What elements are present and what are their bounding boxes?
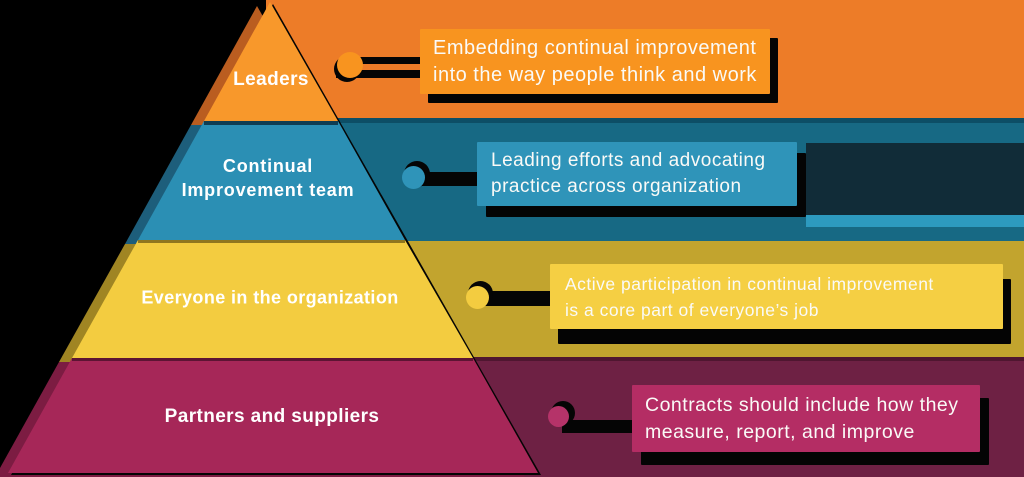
callout-text-line: is a core part of everyone’s job bbox=[565, 299, 820, 320]
level-label-text: Leaders bbox=[233, 69, 309, 90]
callout-text-line: practice across organization bbox=[491, 176, 742, 197]
callout-text-line: Contracts should include how they bbox=[645, 393, 959, 416]
connector-dot-4 bbox=[548, 406, 569, 427]
connector-line-3 bbox=[483, 291, 553, 306]
level-label-text: Everyone in the organization bbox=[141, 287, 399, 308]
connector-dot-2 bbox=[402, 166, 425, 189]
callout-text-line: Active participation in continual improv… bbox=[565, 273, 934, 294]
callout-text-line: into the way people think and work bbox=[433, 63, 757, 86]
connector-line-1-shadow bbox=[336, 70, 424, 78]
pyramid-seam-2 bbox=[138, 240, 405, 243]
connector-line-4 bbox=[562, 420, 635, 433]
level-label-everyone: Everyone in the organization bbox=[141, 288, 398, 309]
callout-box-partners: Contracts should include how they measur… bbox=[632, 385, 980, 452]
level-label-continual-improvement-team: Continual Improvement team bbox=[182, 154, 355, 202]
background-dark-block bbox=[806, 143, 1024, 215]
level-label-text: Continual bbox=[222, 156, 314, 176]
connector-line-1 bbox=[356, 57, 424, 64]
callout-text-line: Leading efforts and advocating bbox=[491, 150, 766, 171]
callout-text-line: Embedding continual improvement bbox=[433, 36, 757, 59]
connector-dot-1 bbox=[337, 52, 363, 78]
band-seam-3 bbox=[266, 357, 1024, 361]
callout-box-leaders: Embedding continual improvement into the… bbox=[420, 29, 770, 94]
level-label-text: Partners and suppliers bbox=[164, 406, 380, 427]
level-label-partners: Partners and suppliers bbox=[165, 406, 380, 428]
level-label-text: Improvement team bbox=[181, 180, 355, 200]
level-label-leaders: Leaders bbox=[233, 69, 309, 91]
background-blue-strip bbox=[806, 215, 1024, 227]
pyramid-seam-1 bbox=[204, 121, 338, 125]
connector-dot-3 bbox=[466, 286, 489, 309]
pyramid-seam-3 bbox=[72, 358, 473, 361]
callout-text-line: measure, report, and improve bbox=[645, 420, 915, 443]
callout-box-everyone: Active participation in continual improv… bbox=[550, 264, 1003, 329]
band-seam-1 bbox=[266, 118, 1024, 123]
callout-box-continual-improvement-team: Leading efforts and advocating practice … bbox=[477, 142, 797, 206]
